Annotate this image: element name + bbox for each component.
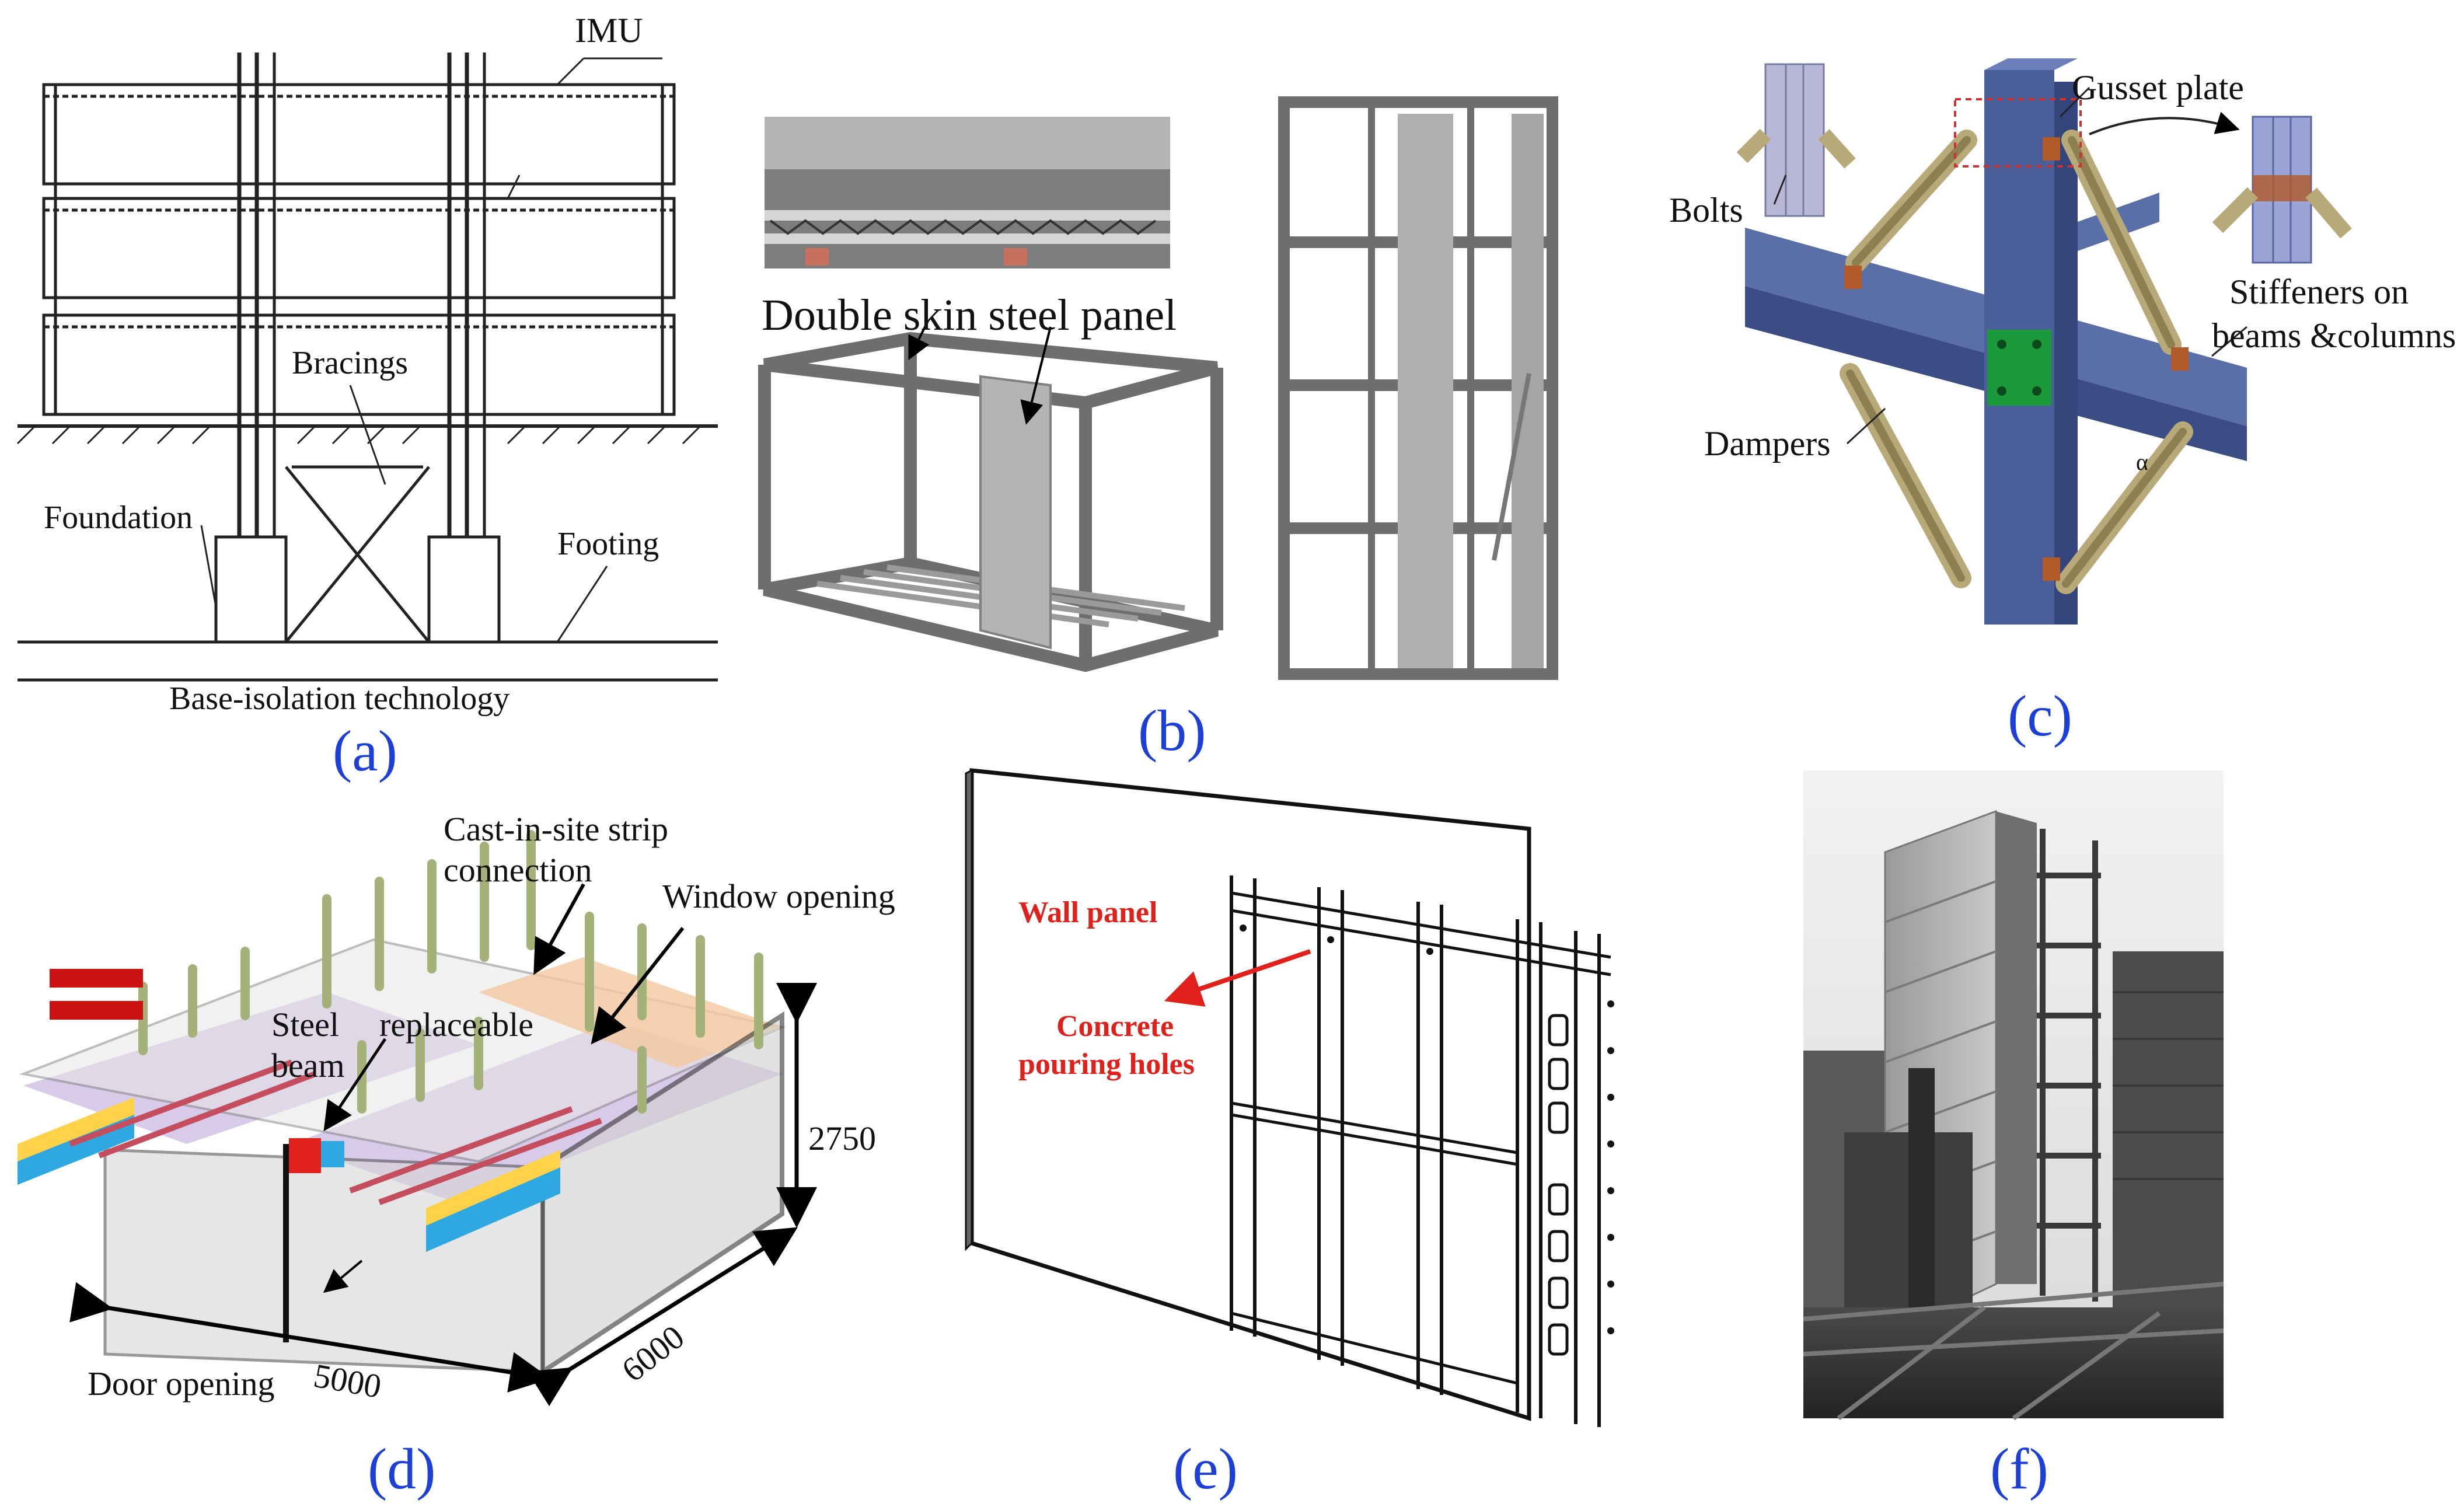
panel-b-steel-modules <box>758 96 1558 680</box>
caption-a: (a) <box>333 718 397 783</box>
gusset-inset <box>2212 116 2352 264</box>
caption-c: (c) <box>2008 683 2072 748</box>
double-skin-label: Double skin steel panel <box>762 291 1177 340</box>
gusset-center <box>1987 330 2051 406</box>
alpha-label: α <box>2136 449 2148 475</box>
cast-in-site-label-1: Cast-in-site strip <box>444 810 668 848</box>
footing-label: Footing <box>557 526 659 562</box>
stiffeners-label-2: beams &columns <box>2212 316 2456 355</box>
bolts-inset <box>1736 63 1856 217</box>
panel-f-building-photo <box>1803 770 2224 1421</box>
legend-mark-2 <box>50 1001 143 1020</box>
edge-beam-right <box>426 1150 560 1252</box>
panel-d-labels: Cast-in-site strip connection Window ope… <box>88 810 895 1501</box>
concrete-label: Concrete <box>1056 1010 1174 1043</box>
caption-b: (b) <box>1138 698 1206 763</box>
bracings-label: Bracings <box>292 345 408 381</box>
caption-d: (d) <box>368 1436 436 1501</box>
replaceable-joint <box>289 1138 344 1173</box>
panel-d-module-3d <box>18 830 817 1407</box>
stiffeners-label-1: Stiffeners on <box>2229 273 2409 311</box>
panel-c-labels: Gusset plate Bolts Stiffeners on beams &… <box>1669 68 2456 748</box>
panel-f-labels: (f) <box>1990 1436 2048 1501</box>
caption-f: (f) <box>1990 1436 2048 1501</box>
height-dimension: 2750 <box>808 1119 876 1157</box>
steel-label: Steel <box>271 1006 339 1044</box>
panel-a-labels: IMU Bracings Foundation Footing Base-iso… <box>44 11 659 783</box>
imu-label: IMU <box>575 11 643 50</box>
panel-e-labels: Wall panel Concrete pouring holes (e) <box>1018 896 1238 1501</box>
base-isolation-label: Base-isolation technology <box>169 681 509 717</box>
door-opening-label: Door opening <box>88 1365 275 1403</box>
depth-dimension: 6000 <box>615 1318 691 1390</box>
beam-label: beam <box>271 1046 345 1084</box>
bolts-label: Bolts <box>1669 191 1743 229</box>
legend-mark-1 <box>50 969 143 988</box>
panel-e-wall-panel-sketch <box>965 768 1614 1427</box>
cast-in-site-label-2: connection <box>444 851 592 889</box>
replaceable-label: replaceable <box>379 1006 533 1044</box>
foundation-label: Foundation <box>44 500 193 536</box>
pouring-holes-label: pouring holes <box>1018 1048 1195 1081</box>
window-opening-label: Window opening <box>662 877 895 915</box>
wall-panel-label: Wall panel <box>1018 896 1157 929</box>
gusset-plate-label: Gusset plate <box>2072 68 2244 107</box>
dampers-label: Dampers <box>1704 424 1831 463</box>
panel-c-connection-detail <box>1736 58 2352 625</box>
caption-e: (e) <box>1173 1436 1238 1501</box>
panel-a-base-isolation-diagram <box>16 53 718 682</box>
panel-b-labels: Double skin steel panel (b) <box>762 291 1206 763</box>
